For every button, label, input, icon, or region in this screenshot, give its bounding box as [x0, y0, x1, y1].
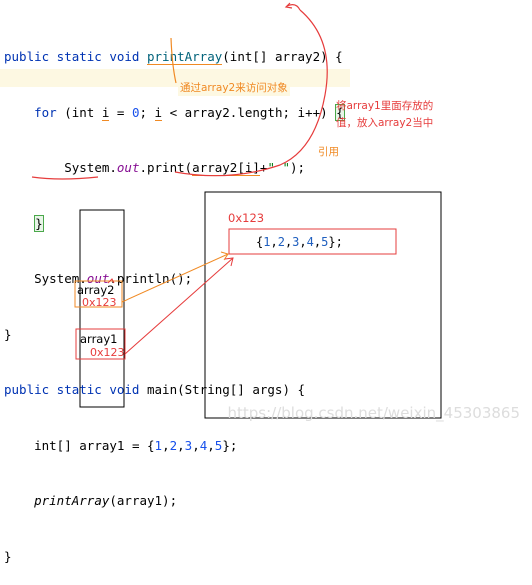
- array-value: 4: [306, 235, 314, 249]
- heap-address: 0x123: [228, 211, 265, 225]
- code-line-3: System.out.print(array2[i]+" ");: [4, 159, 345, 178]
- array1-box: [75, 328, 126, 360]
- heap-object-box: [228, 228, 397, 255]
- code-text: );: [290, 160, 306, 175]
- annotation-store-value-2: 值，放入array2当中: [336, 117, 434, 129]
- array2-box: [74, 280, 123, 308]
- annotation-reference: 引用: [318, 146, 339, 158]
- var-i: i: [154, 104, 163, 121]
- code-line-7: public static void main(String[] args) {: [4, 381, 345, 400]
- code-line-6: }: [4, 326, 345, 345]
- curve-arrowhead: [284, 2, 293, 9]
- heap-area: [204, 191, 442, 419]
- curve-arrow-to-call: [174, 9, 328, 177]
- code-text: };: [222, 437, 238, 453]
- code-line-9: printArray(array1);: [4, 492, 345, 511]
- array-value: 3: [292, 235, 300, 249]
- code-line-10: }: [4, 548, 345, 567]
- method-signature: (int[] array2) {: [222, 49, 343, 64]
- code-text: ;: [139, 104, 155, 120]
- code-line-1: public static void printArray(int[] arra…: [4, 48, 345, 67]
- var-array1-label: array1: [80, 332, 118, 346]
- code-line-4: }: [4, 214, 345, 234]
- field-out: out: [86, 271, 110, 286]
- code-text: (int: [56, 104, 102, 120]
- code-line-8: int[] array1 = {1,2,3,4,5};: [4, 437, 345, 456]
- code-line-2: for (int i = 0; i < array2.length; i++) …: [4, 103, 345, 123]
- closing-brace: }: [4, 548, 12, 564]
- orange-connector: [170, 37, 177, 84]
- code-text: .print(: [139, 160, 193, 175]
- brace-open: {: [256, 235, 264, 249]
- method-call-printarray: printArray: [34, 493, 110, 508]
- main-signature: main(String[] args) {: [147, 382, 306, 397]
- keyword: public static void: [4, 49, 147, 64]
- annotation-store-value: 将array1里面存放的: [336, 100, 434, 112]
- number-literal: 5: [214, 437, 223, 453]
- code-text: System.: [64, 160, 117, 175]
- code-text: =: [109, 104, 132, 120]
- number-literal: 4: [199, 437, 208, 453]
- array2-pointer-head: [220, 251, 229, 261]
- code-text: (array1);: [109, 493, 178, 508]
- brace-match: }: [34, 214, 44, 232]
- comma: ,: [192, 437, 200, 453]
- var-i: i: [101, 104, 110, 121]
- code-text: .println();: [109, 271, 193, 286]
- array2-mark: [107, 278, 115, 284]
- var-array1-value: 0x123: [90, 346, 125, 359]
- array1-pointer: [124, 257, 234, 355]
- number-literal: 3: [184, 437, 193, 453]
- array-access: array2[i]: [192, 160, 260, 176]
- var-array2-value: 0x123: [82, 296, 117, 309]
- array-value: 5: [321, 235, 329, 249]
- comma: ,: [207, 437, 215, 453]
- closing-brace: }: [4, 326, 12, 342]
- diagram-overlay: [31, 2, 442, 419]
- number-literal: 0: [131, 104, 140, 120]
- curve-arrow-top: [286, 4, 301, 11]
- number-literal: 1: [154, 437, 163, 453]
- array-value: 2: [277, 235, 285, 249]
- number-literal: 2: [169, 437, 178, 453]
- comma: ,: [177, 437, 185, 453]
- method-name-printarray: printArray: [147, 49, 223, 65]
- var-array2-label: array2: [77, 283, 115, 297]
- array2-pointer: [121, 253, 229, 303]
- array-value: 1: [263, 235, 271, 249]
- brace-match: {: [335, 103, 345, 121]
- keyword: public static void: [4, 382, 147, 397]
- code-text: +: [259, 160, 268, 175]
- stack-frame: [79, 209, 125, 408]
- watermark: https://blog.csdn.net/weixin_45303865: [227, 404, 520, 422]
- array1-pointer-head: [224, 257, 234, 267]
- heap-array-literal: {1,2,3,4,5};: [256, 235, 343, 249]
- field-out: out: [116, 160, 140, 175]
- annotation-access-via-array2: 通过array2来访问对象: [178, 79, 290, 96]
- brace-close: };: [328, 235, 343, 249]
- code-text: System.: [34, 271, 87, 286]
- keyword-for: for: [34, 104, 57, 120]
- underline-call: [31, 176, 99, 180]
- code-text: int[] array1 = {: [34, 437, 155, 453]
- comma: ,: [162, 437, 170, 453]
- code-line-5: System.out.println();: [4, 270, 345, 289]
